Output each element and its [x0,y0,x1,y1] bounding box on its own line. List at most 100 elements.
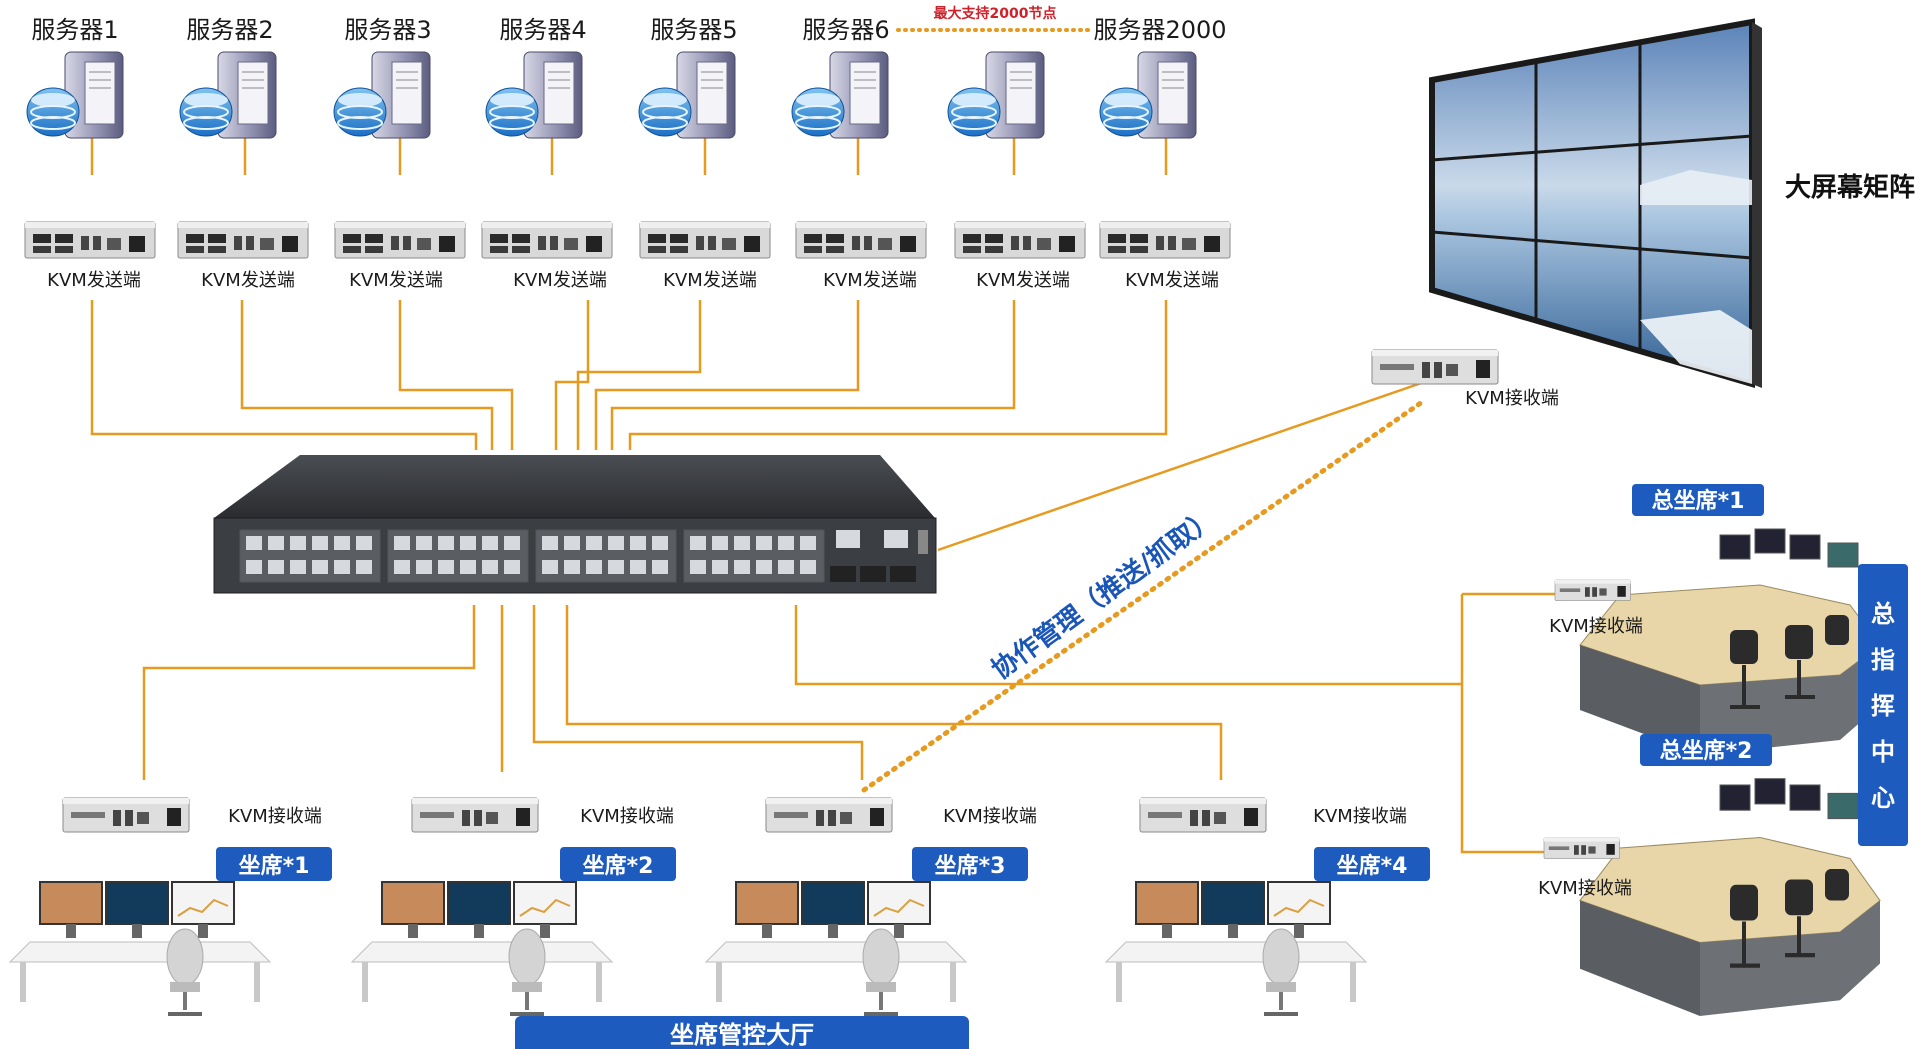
seat-badge-text: 坐席*4 [1337,853,1408,879]
kvm-sender-label: KVM发送端 [47,270,141,291]
switch-seat-link [565,605,1223,780]
kvm-sender-device [795,221,927,259]
server-icon [485,51,583,139]
kvm-sender-label: KVM发送端 [349,270,443,291]
server-label: 服务器2000 [1093,16,1226,44]
seat-receiver [411,797,539,833]
seat-receiver [1139,797,1267,833]
seat-badge [1314,847,1430,881]
switch-seat-link [532,605,864,780]
seat-receiver [765,797,893,833]
server-icon [791,51,889,139]
console-receiver-label: KVM接收端 [1538,878,1632,899]
seat-receiver-label: KVM接收端 [943,806,1037,827]
server-7 [947,51,1045,139]
kvm-sender-2: KVM发送端 [177,221,309,291]
seat-2: KVM接收端 坐席*2 [350,797,676,1016]
command-bus [1460,594,1544,854]
sender-switch-link [576,300,702,450]
kvm-sender-device [639,221,771,259]
kvm-sender-device [334,221,466,259]
seat-badge [912,847,1028,881]
server-icon [638,51,736,139]
seat-receiver [62,797,190,833]
kvm-sender-label: KVM发送端 [513,270,607,291]
seat-badge [216,847,332,881]
kvm-sender-device [481,221,613,259]
wires [90,28,1555,854]
kvm-sender-label: KVM发送端 [663,270,757,291]
sender-switch-link [610,300,1016,450]
seat-receiver-label: KVM接收端 [580,806,674,827]
server-2000: 服务器2000 [1093,16,1227,139]
server-2: 服务器2 [179,16,277,139]
console-receiver [1543,837,1620,859]
server-label: 服务器1 [31,16,118,44]
command-center-banner [1858,564,1908,846]
kvm-senders: KVM发送端 KVM发送端 KVM发送端 KVM发送端 KVM发送端 KVM发送… [24,221,1231,291]
kvm-sender-3: KVM发送端 [334,221,466,291]
switch-top-panel [214,455,935,518]
kvm-sender-6: KVM发送端 [795,221,927,291]
seat-badge-text: 坐席*3 [935,853,1006,879]
max-nodes-note: 最大支持2000节点 [934,5,1057,22]
switch-ports [239,529,825,583]
kvm-sender-device [24,221,156,259]
sender-switch-link [594,300,860,450]
sender-switch-link [240,300,494,450]
switch-port-grid [246,536,816,574]
video-wall: 大屏幕矩阵 KVM接收端 [1371,18,1915,409]
server-6: 服务器6 [791,16,890,139]
seat-badge [560,847,676,881]
kvm-sender-device [177,221,309,259]
kvm-sender-8: KVM发送端 [1099,221,1231,291]
switch-uplink-ports [830,530,928,582]
kvm-sender-device [1099,221,1231,259]
server-icon [947,51,1045,139]
command-console-1: 总坐席*1 KVM接收端 [1549,484,1882,757]
seat-receiver-label: KVM接收端 [228,806,322,827]
server-label: 服务器4 [499,16,586,44]
kvm-sender-4: KVM发送端 [481,221,613,291]
console-badge-text: 总坐席*2 [1660,738,1753,764]
seat-receiver-label: KVM接收端 [1313,806,1407,827]
server-3: 服务器3 [333,16,432,139]
console-badge-text: 总坐席*1 [1652,488,1745,514]
command-console [1578,527,1882,757]
server-label: 服务器6 [802,16,889,44]
sender-switch-link [398,300,514,450]
switch-wall-link [937,378,1431,552]
command-center: 总坐席*1 KVM接收端 总坐席*2 KVM接收端 总指挥中心 [1538,484,1908,1016]
kvm-sender-label: KVM发送端 [1125,270,1219,291]
seat-3: KVM接收端 坐席*3 [704,797,1037,1016]
server-5: 服务器5 [638,16,738,139]
seat-badge-text: 坐席*2 [583,853,654,879]
collab-dotted-line [861,397,1428,793]
servers: 服务器1 服务器2 服务器3 服务器4 服务器5 服务器6 服务器2000 [26,5,1227,139]
seat-workstation [350,880,614,1016]
seat-1: KVM接收端 坐席*1 [8,797,332,1016]
video-wall-label: 大屏幕矩阵 [1785,173,1915,203]
switch-command-link [794,605,1462,686]
server-label: 服务器2 [186,16,273,44]
command-center-label: 总指挥中心 [1871,600,1895,812]
server-label: 服务器5 [650,16,737,44]
seat-hall-label: 坐席管控大厅 [670,1021,814,1049]
kvm-sender-label: KVM发送端 [201,270,295,291]
server-1: 服务器1 [26,16,124,139]
collab-label: 协作管理（推送/抓取） [986,503,1222,686]
kvm-sender-7: KVM发送端 [954,221,1086,291]
seats: KVM接收端 坐席*1 KVM接收端 坐席*2 KVM接收端 坐席*3 KVM接… [8,797,1430,1049]
seat-4: KVM接收端 坐席*4 [1104,797,1430,1016]
console-receiver [1554,579,1631,601]
server-icon [333,51,431,139]
server-icon [179,51,277,139]
sender-switch-link [90,300,478,450]
video-wall-receiver-label: KVM接收端 [1465,388,1559,409]
server-label: 服务器3 [344,16,431,44]
seat-workstation [1104,880,1368,1016]
command-console-2: 总坐席*2 KVM接收端 [1538,734,1880,1016]
kvm-sender-label: KVM发送端 [976,270,1070,291]
kvm-sender-label: KVM发送端 [823,270,917,291]
